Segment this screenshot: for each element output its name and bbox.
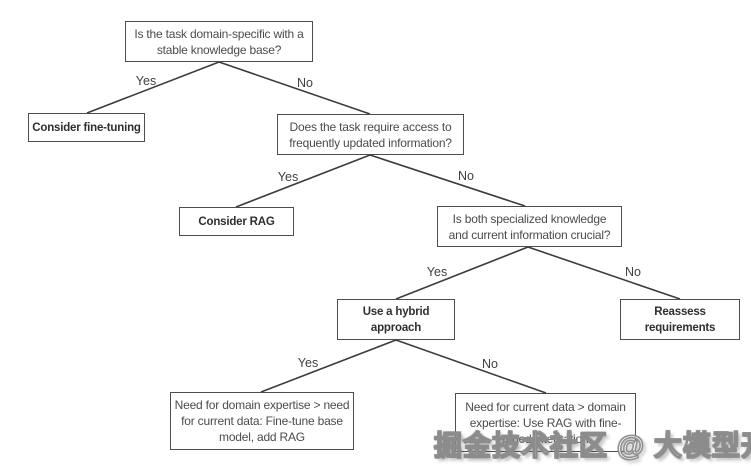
- edge-label-q1-yes: Yes: [135, 74, 157, 88]
- edge-q2-yes-line: [235, 154, 371, 208]
- edge-q1-no-line: [218, 61, 371, 115]
- edge-q4-no-line: [395, 339, 547, 394]
- edge-q4-yes-line: [260, 339, 397, 393]
- edge-q1-yes-line: [86, 61, 220, 114]
- node-outcome-current-data: Need for current data > domain expertise…: [455, 393, 636, 452]
- node-reassess-requirements: Reassess requirements: [620, 299, 740, 340]
- edge-label-q2-yes: Yes: [277, 170, 299, 184]
- edge-label-q3-no: No: [625, 265, 641, 279]
- watermark-text: 掘金技术社区 @ 大模型开发: [433, 429, 751, 461]
- edge-label-q3-yes: Yes: [426, 265, 448, 279]
- node-question-frequent-updates: Does the task require access to frequent…: [277, 114, 464, 155]
- node-question-domain-specific: Is the task domain-specific with a stabl…: [125, 21, 313, 62]
- edge-label-q1-no: No: [297, 76, 313, 90]
- node-outcome-domain-expertise: Need for domain expertise > need for cur…: [170, 392, 354, 450]
- node-use-hybrid-approach: Use a hybrid approach: [337, 299, 455, 340]
- edge-label-q4-yes: Yes: [297, 356, 319, 370]
- edge-label-q2-no: No: [458, 169, 474, 183]
- edge-q2-no-line: [369, 154, 526, 207]
- node-consider-rag: Consider RAG: [179, 207, 294, 236]
- node-consider-fine-tuning: Consider fine-tuning: [28, 113, 145, 142]
- edge-label-q4-no: No: [482, 357, 498, 371]
- node-question-both-crucial: Is both specialized knowledge and curren…: [437, 206, 622, 247]
- edge-q3-yes-line: [395, 246, 529, 300]
- edge-q3-no-line: [527, 246, 681, 300]
